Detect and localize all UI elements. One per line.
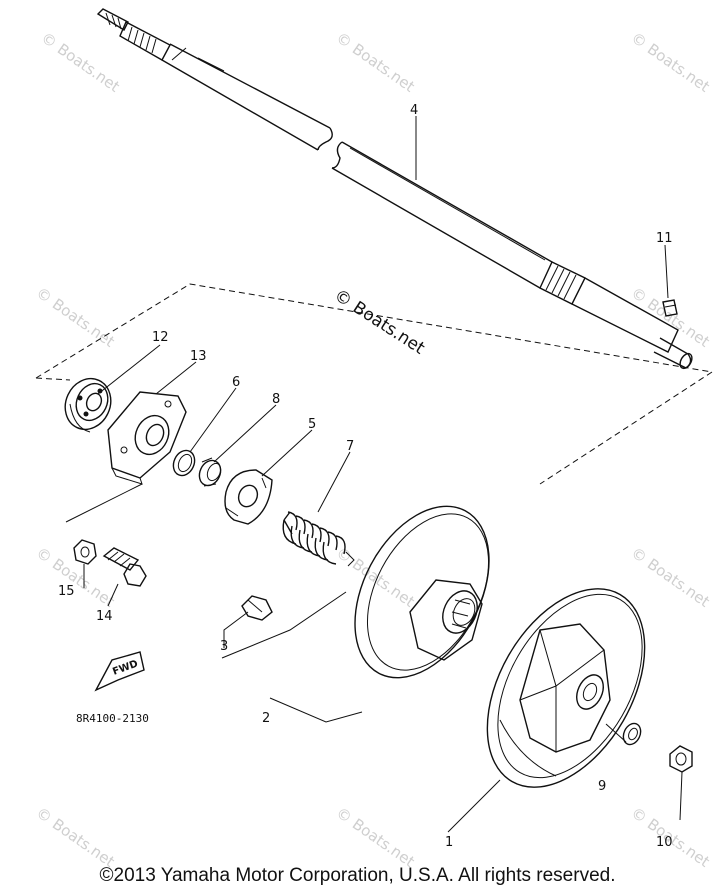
nut-part-10 [669,745,693,773]
callout-11: 11 [656,231,673,246]
nut-part-15 [73,539,97,565]
callout-1: 1 [445,835,453,850]
callout-5: 5 [308,417,316,432]
collar-part-8 [198,457,222,487]
watermark: © Boats.net [33,804,118,871]
watermark: © Boats.net [628,544,713,611]
callout-13: 13 [190,349,207,364]
bolt-part-14 [102,547,147,587]
callout-8: 8 [272,392,280,407]
o-ring-part-6 [172,449,196,477]
part-code: 8R4100-2130 [76,712,149,725]
copyright-notice: ©2013 Yamaha Motor Corporation, U.S.A. A… [99,865,616,886]
callout-2: 2 [262,711,270,726]
cam-part-5 [224,469,273,525]
fwd-label: FWD [111,659,139,678]
callout-12: 12 [152,330,169,345]
bearing-part-12 [64,377,112,433]
washer-part-9 [622,722,642,746]
callout-3: 3 [220,639,228,654]
fitting-part-3 [241,595,273,621]
watermark: © Boats.net [333,544,418,611]
callout-14: 14 [96,609,113,624]
cover-part-1 [486,588,646,788]
watermark: © Boats.net [333,804,418,871]
watermark-layer: © Boats.net © Boats.net © Boats.net © Bo… [33,29,713,871]
assembly-bracket [35,283,713,485]
fwd-arrow-icon: FWD [94,651,145,692]
callout-4: 4 [410,103,418,118]
callout-9: 9 [598,779,606,794]
callout-6: 6 [232,375,240,390]
watermark: © Boats.net [628,284,713,351]
shaft-part-4 [96,8,693,370]
center-watermark: © Boats.net [330,285,428,358]
watermark: © Boats.net [33,284,118,351]
callout-15: 15 [58,584,75,599]
leader-lines [65,116,683,833]
pin-part-11 [662,299,678,317]
callout-10: 10 [656,835,673,850]
watermark: © Boats.net [628,29,713,96]
watermark: © Boats.net [38,29,123,96]
callout-7: 7 [346,439,354,454]
flange-plate-part-13 [107,391,187,485]
spring-part-7 [282,511,355,567]
callout-labels: 1 2 3 4 5 6 7 8 9 10 11 12 13 14 15 [58,103,673,850]
watermark: © Boats.net [333,29,418,96]
sheave-part-2 [354,505,490,679]
